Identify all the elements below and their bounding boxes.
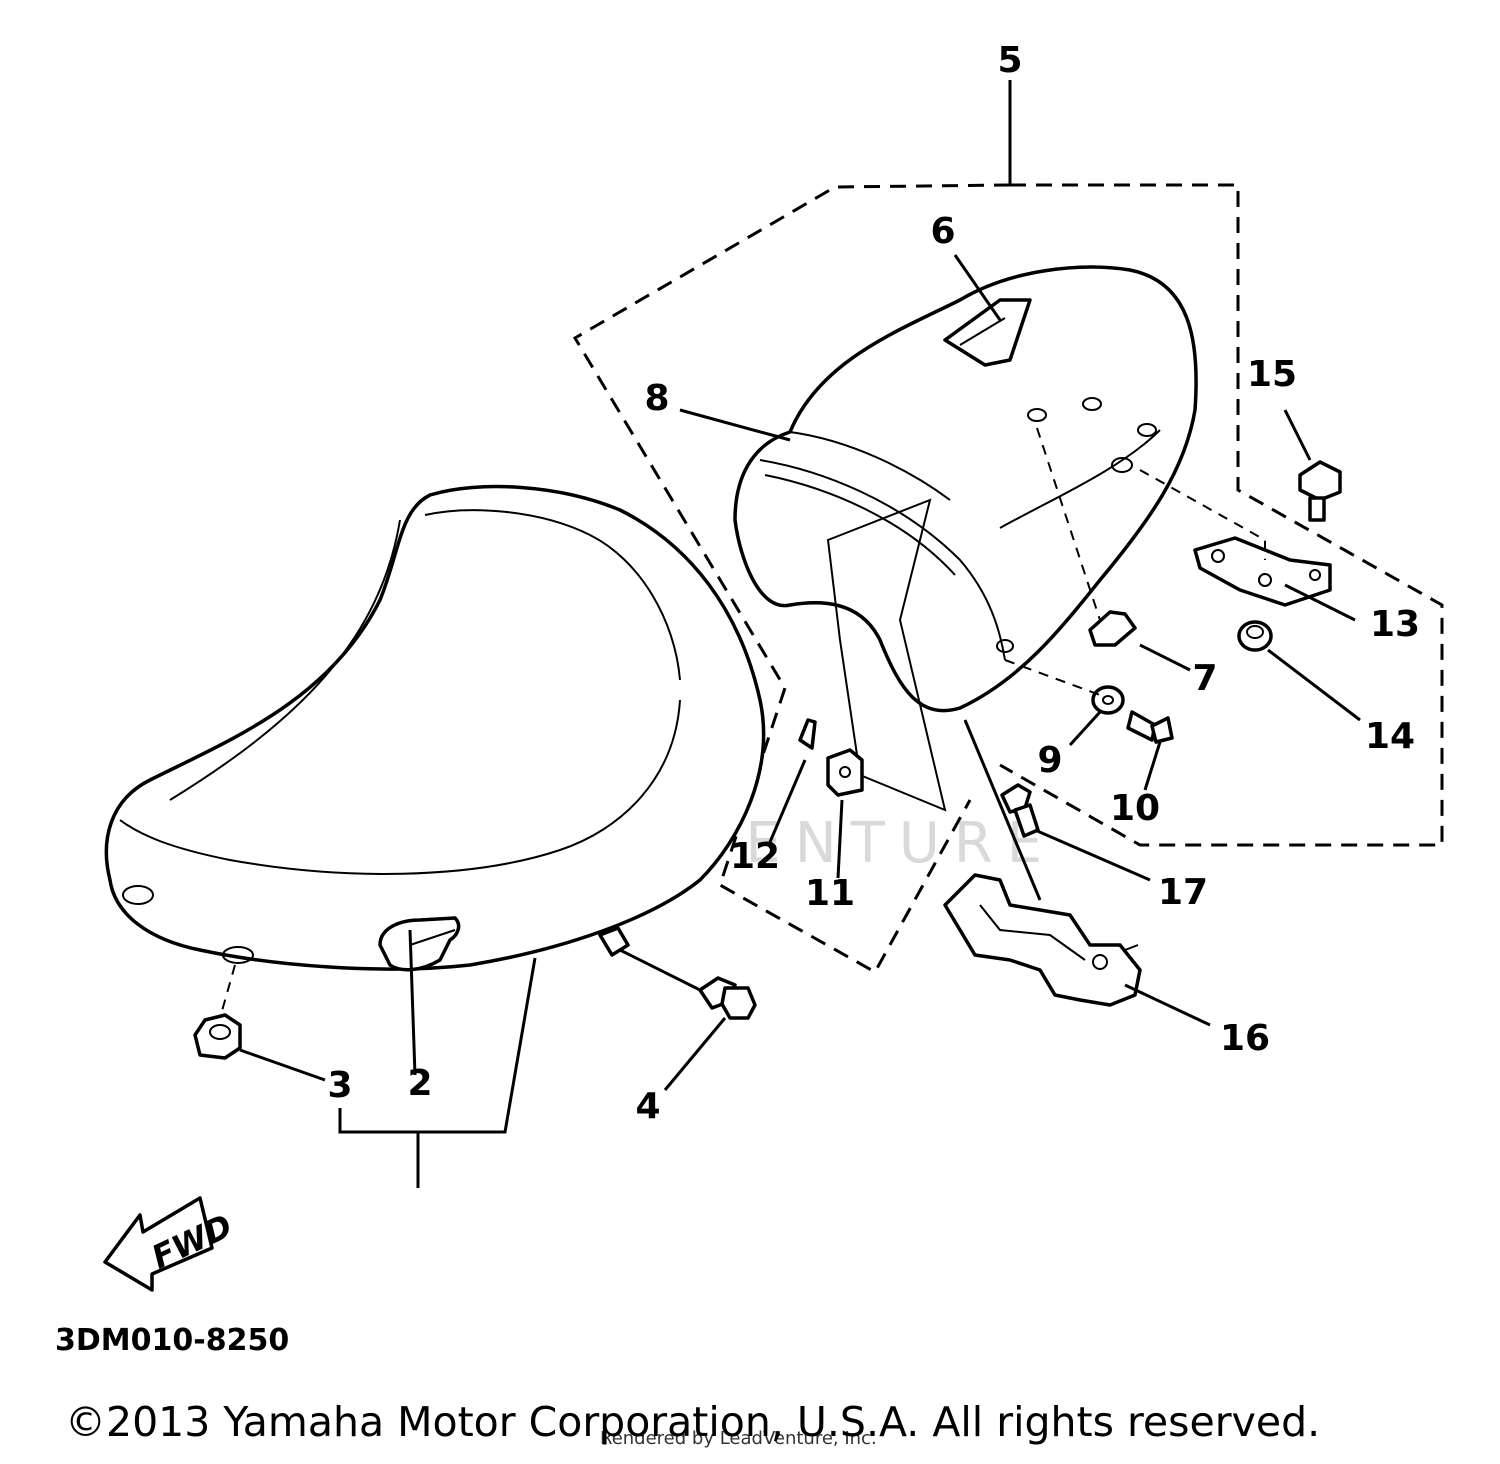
callout-17: 17 xyxy=(1158,872,1208,913)
callout-15: 15 xyxy=(1247,354,1297,395)
callout-16: 16 xyxy=(1220,1018,1270,1059)
bolt-part-4 xyxy=(698,976,757,1020)
callout-6: 6 xyxy=(930,211,955,252)
catalog-code: 3DM010-8250 xyxy=(55,1323,289,1358)
washer-part-9 xyxy=(1091,685,1125,715)
callout-3: 3 xyxy=(327,1065,352,1106)
rendered-by: Rendered by LeadVenture, Inc. xyxy=(600,1428,877,1449)
rear-leader-lines xyxy=(679,80,1361,1027)
fwd-arrow-icon: FWD xyxy=(103,1196,238,1292)
callout-10: 10 xyxy=(1110,788,1160,829)
callout-14: 14 xyxy=(1365,716,1415,757)
front-leader-lines xyxy=(219,929,727,1188)
bracket-part-13 xyxy=(1193,536,1332,607)
nut-part-11 xyxy=(826,748,864,797)
callout-7: 7 xyxy=(1192,658,1217,699)
rear-seat xyxy=(733,265,1198,812)
nut-part-14 xyxy=(1237,620,1273,652)
seat-lock-part-16 xyxy=(943,873,1142,1007)
copyright: ©2013 Yamaha Motor Corporation, U.S.A. A… xyxy=(65,1398,1320,1446)
screw-part-10 xyxy=(1126,710,1174,744)
bolt-part-15 xyxy=(1298,460,1342,522)
damper-part-3 xyxy=(193,1013,242,1060)
callout-9: 9 xyxy=(1037,740,1062,781)
callout-8: 8 xyxy=(644,378,669,419)
front-seat xyxy=(104,484,766,972)
callout-4: 4 xyxy=(635,1086,660,1127)
callout-12: 12 xyxy=(730,836,780,877)
callout-5: 5 xyxy=(997,40,1022,81)
callout-11: 11 xyxy=(805,873,855,914)
callout-2: 2 xyxy=(407,1063,432,1104)
pin-part-12 xyxy=(798,718,817,750)
callout-13: 13 xyxy=(1370,604,1420,645)
clip-part-7 xyxy=(1088,610,1137,647)
assembly-5-outline xyxy=(572,183,1444,975)
